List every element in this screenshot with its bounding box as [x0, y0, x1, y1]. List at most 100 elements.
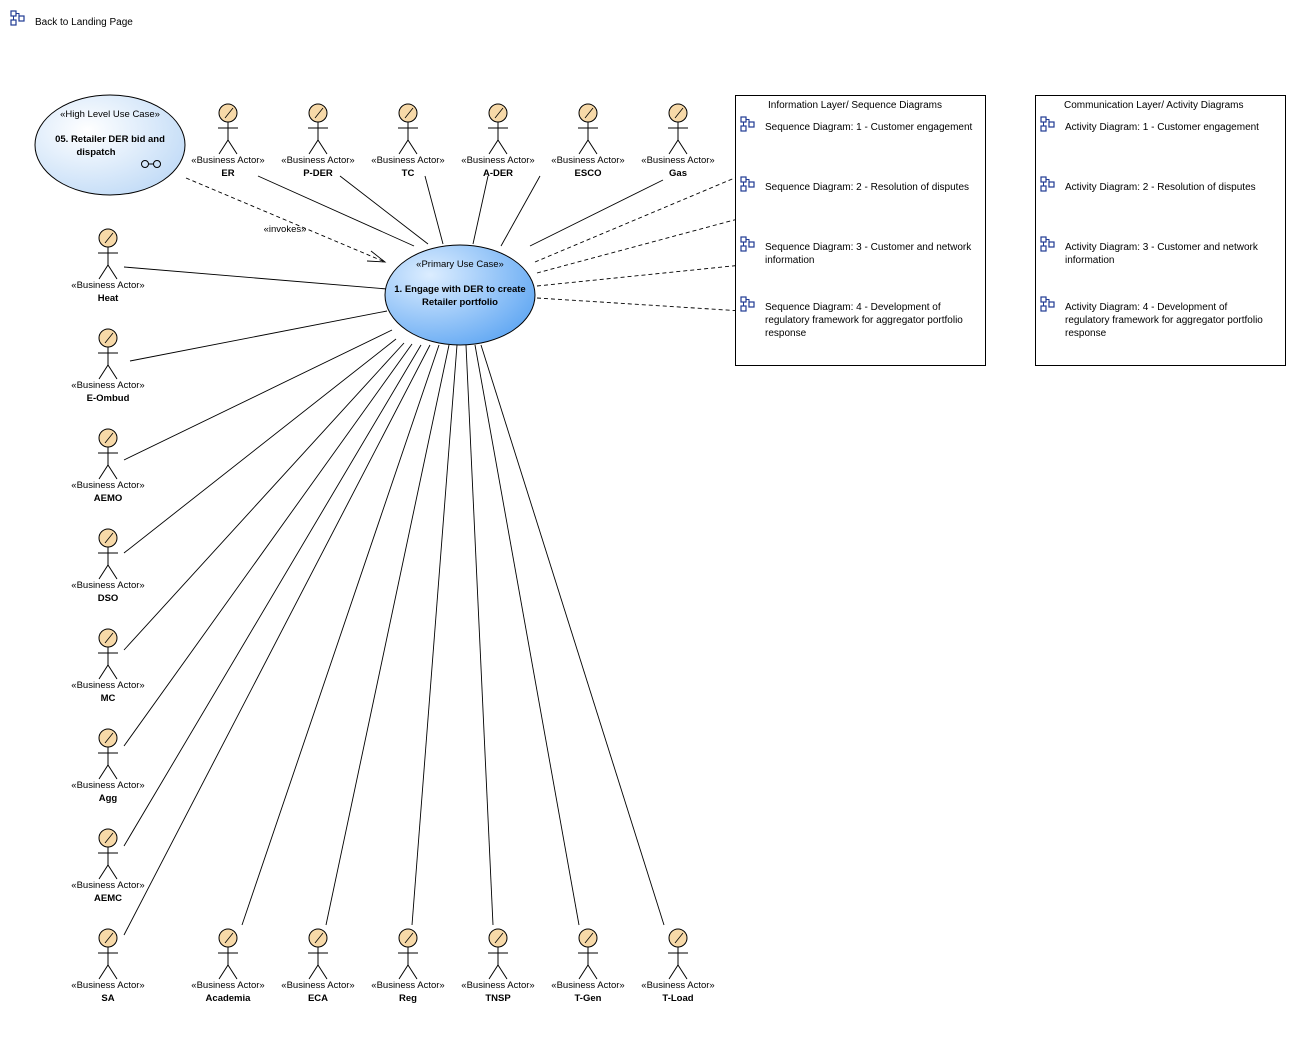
high-level-use-case[interactable]: «High Level Use Case» 05. Retailer DER b…: [34, 94, 186, 196]
actor-stereotype: «Business Actor»: [71, 280, 144, 291]
actor-e-ombud[interactable]: «Business Actor»E-Ombud: [71, 328, 145, 404]
actor-name: TC: [402, 168, 415, 179]
actor-name: MC: [101, 693, 116, 704]
actor-right-leg: [677, 139, 688, 155]
actor-head: [578, 103, 598, 123]
actor-name: A-DER: [483, 168, 513, 179]
diagram-link-label: Activity Diagram: 1 - Customer engagemen…: [1065, 122, 1259, 133]
actor-name: DSO: [98, 593, 119, 604]
actor-sa[interactable]: «Business Actor»SA: [71, 928, 145, 1004]
actor-head-mark: [584, 107, 594, 119]
actor-head: [668, 103, 688, 123]
primary-use-case[interactable]: «Primary Use Case» 1. Engage with DER to…: [384, 244, 536, 346]
actor-heat[interactable]: «Business Actor»Heat: [71, 228, 145, 304]
actor-name: TNSP: [485, 993, 511, 1004]
actor-dso[interactable]: «Business Actor»DSO: [71, 528, 145, 604]
composite-link-icon: [141, 160, 161, 168]
association-line: [257, 175, 415, 247]
actor-head: [308, 928, 328, 948]
actor-mc[interactable]: «Business Actor»MC: [71, 628, 145, 704]
actor-tnsp[interactable]: «Business Actor»TNSP: [461, 928, 535, 1004]
sequence-diagrams-frame: Information Layer/ Sequence Diagrams Seq…: [735, 95, 986, 366]
diagram-link-label: Activity Diagram: 3 - Customer and netwo…: [1065, 242, 1259, 253]
sequence-diagram-link-4[interactable]: Sequence Diagram: 4 - Development ofregu…: [740, 296, 963, 339]
actor-t-gen[interactable]: «Business Actor»T-Gen: [551, 928, 625, 1004]
actor-head-mark: [224, 107, 234, 119]
actor-agg[interactable]: «Business Actor»Agg: [71, 728, 145, 804]
sequence-diagram-link-3[interactable]: Sequence Diagram: 3 - Customer and netwo…: [740, 236, 972, 266]
association-line: [123, 329, 393, 461]
actor-tc[interactable]: «Business Actor»TC: [371, 103, 445, 179]
actor-eca[interactable]: «Business Actor»ECA: [281, 928, 355, 1004]
actor-gas[interactable]: «Business Actor»Gas: [641, 103, 715, 179]
actor-head: [98, 928, 118, 948]
actor-head: [308, 103, 328, 123]
actor-left-leg: [98, 464, 109, 480]
primary-use-case-name-line1: 1. Engage with DER to create: [394, 284, 525, 295]
association-line: [241, 344, 440, 926]
actor-head-mark: [674, 932, 684, 944]
actor-name: T-Load: [662, 993, 693, 1004]
actor-head-mark: [104, 832, 114, 844]
actor-p-der[interactable]: «Business Actor»P-DER: [281, 103, 355, 179]
actor-right-leg: [107, 264, 118, 280]
actor-stereotype: «Business Actor»: [71, 480, 144, 491]
actor-stereotype: «Business Actor»: [371, 980, 444, 991]
actor-er[interactable]: «Business Actor» ER: [191, 103, 265, 179]
actor-left-leg: [98, 364, 109, 380]
actor-head: [218, 928, 238, 948]
actor-name: Agg: [99, 793, 118, 804]
actor-left-leg: [578, 139, 589, 155]
actor-left-leg: [668, 139, 679, 155]
actor-esco[interactable]: «Business Actor»ESCO: [551, 103, 625, 179]
actor-right-leg: [587, 139, 598, 155]
back-to-landing-link[interactable]: Back to Landing Page: [10, 10, 133, 28]
actor-stereotype: «Business Actor»: [191, 155, 264, 166]
actor-left-leg: [218, 139, 229, 155]
actor-right-leg: [497, 964, 508, 980]
actor-right-leg: [107, 964, 118, 980]
actor-name: ESCO: [575, 168, 602, 179]
actor-head-mark: [404, 107, 414, 119]
actor-a-der[interactable]: «Business Actor» A-DER: [461, 103, 535, 179]
actor-head-mark: [404, 932, 414, 944]
activity-diagram-link-3[interactable]: Activity Diagram: 3 - Customer and netwo…: [1040, 236, 1259, 266]
actor-left-leg: [488, 964, 499, 980]
actor-stereotype: «Business Actor»: [461, 155, 534, 166]
actor-left-leg: [668, 964, 679, 980]
diagram-link-label: Activity Diagram: 2 - Resolution of disp…: [1065, 182, 1256, 193]
association-line: [424, 175, 444, 245]
high-level-use-case-name-line2: dispatch: [76, 147, 115, 158]
actor-head-mark: [104, 632, 114, 644]
actor-name: ER: [221, 168, 234, 179]
sequence-diagram-link-2[interactable]: Sequence Diagram: 2 - Resolution of disp…: [740, 176, 969, 193]
association-line: [123, 342, 405, 651]
actor-right-leg: [107, 564, 118, 580]
actor-academia[interactable]: «Business Actor»Academia: [191, 928, 265, 1004]
association-lines: [123, 136, 833, 936]
actor-left-leg: [308, 964, 319, 980]
diagram-link-label: Sequence Diagram: 2 - Resolution of disp…: [765, 182, 969, 193]
actor-name: SA: [101, 993, 114, 1004]
sequence-diagram-link-1[interactable]: Sequence Diagram: 1 - Customer engagemen…: [740, 116, 973, 133]
diagram-link-label: regulatory framework for aggregator port…: [1065, 315, 1263, 326]
diagram-link-label: information: [1065, 255, 1114, 266]
association-line: [123, 344, 422, 847]
high-level-use-case-stereotype: «High Level Use Case»: [60, 109, 160, 120]
invokes-arrowhead: [366, 250, 387, 263]
actor-head-mark: [104, 432, 114, 444]
actor-reg[interactable]: «Business Actor»Reg: [371, 928, 445, 1004]
actor-t-load[interactable]: «Business Actor»T-Load: [641, 928, 715, 1004]
actor-head-mark: [314, 932, 324, 944]
actor-stereotype: «Business Actor»: [191, 980, 264, 991]
activity-diagram-link-1[interactable]: Activity Diagram: 1 - Customer engagemen…: [1040, 116, 1259, 133]
actor-aemo[interactable]: «Business Actor»AEMO: [71, 428, 145, 504]
activity-diagram-link-2[interactable]: Activity Diagram: 2 - Resolution of disp…: [1040, 176, 1256, 193]
actor-head-mark: [104, 232, 114, 244]
actor-head-mark: [494, 932, 504, 944]
actor-right-leg: [677, 964, 688, 980]
actor-head: [98, 628, 118, 648]
activity-diagram-link-4[interactable]: Activity Diagram: 4 - Development ofregu…: [1040, 296, 1263, 339]
association-line: [339, 175, 429, 245]
actor-aemc[interactable]: «Business Actor»AEMC: [71, 828, 145, 904]
